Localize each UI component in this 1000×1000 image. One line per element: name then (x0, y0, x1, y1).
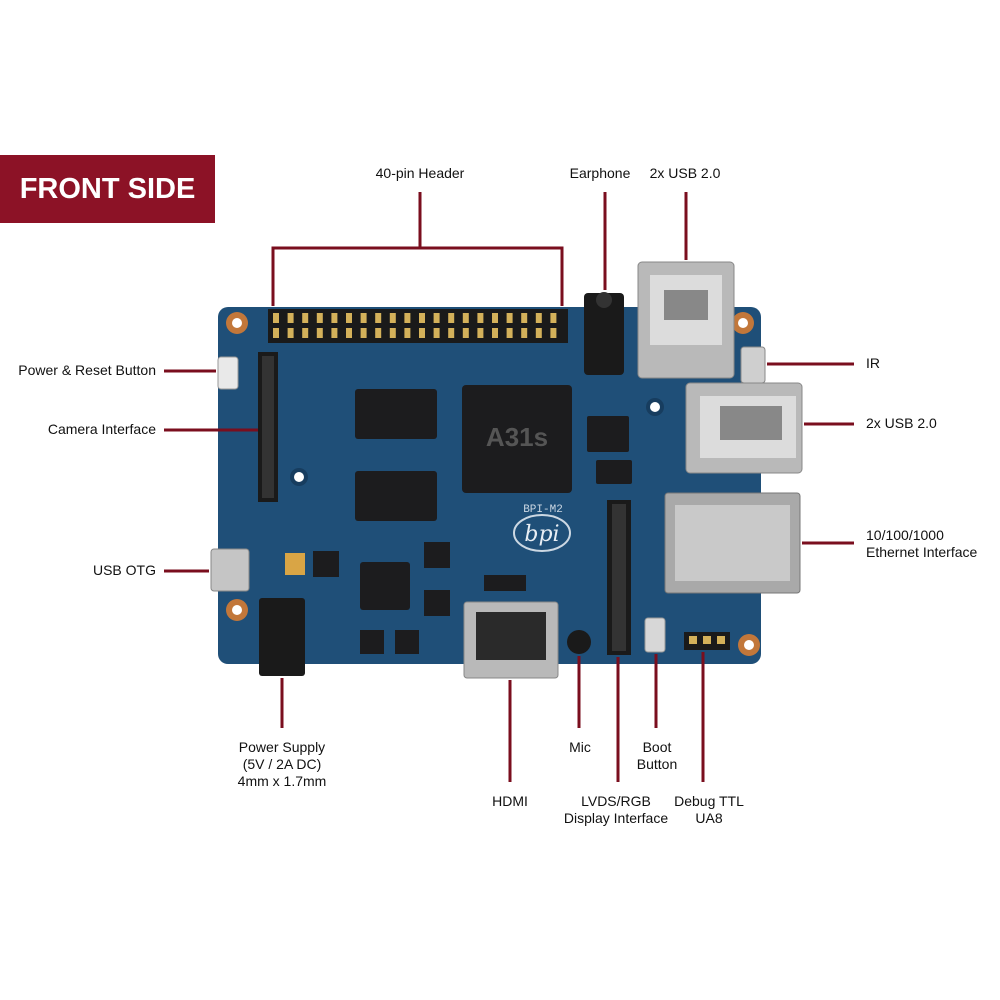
label-earphone: Earphone (569, 165, 631, 181)
label-boot-line2: Button (636, 756, 678, 772)
gpio-pin (404, 328, 411, 338)
gpio-pin (360, 313, 367, 323)
bpi-logo-outline (513, 514, 571, 552)
gpio-pin (273, 328, 279, 338)
gpio-pin (492, 328, 498, 338)
label-ethernet-line1: 10/100/1000 (866, 527, 944, 543)
gpio-pin (448, 313, 455, 323)
board-model-silkscreen: BPI-M2 (523, 504, 563, 516)
gpio-pin (419, 328, 425, 338)
label-power-supply: Power Supply (5V / 2A DC) 4mm x 1.7mm (212, 739, 352, 790)
label-boot-button: Boot Button (620, 739, 694, 773)
gpio-pin (287, 328, 294, 338)
gpio-pin (433, 313, 440, 323)
gpio-pin (404, 313, 411, 323)
gpio-pin (521, 328, 528, 338)
gpio-pin (360, 328, 367, 338)
gpio-pin (492, 313, 498, 323)
usb-otg-port (210, 548, 250, 592)
label-usb-right: 2x USB 2.0 (866, 415, 937, 431)
gpio-pin (273, 313, 279, 323)
gpio-pin (389, 328, 396, 338)
gpio-pin (316, 313, 323, 323)
label-boot-line1: Boot (642, 739, 672, 755)
ic-chip-small (596, 460, 632, 484)
ethernet-jack (664, 492, 801, 594)
gpio-pin (535, 328, 542, 338)
microphone (567, 630, 591, 654)
label-lvds-line1: LVDS/RGB (581, 793, 651, 809)
gpio-pin (448, 328, 455, 338)
ir-receiver (740, 346, 766, 384)
gpio-pin (506, 328, 513, 338)
gpio-pin (302, 328, 309, 338)
gpio-pin (521, 313, 528, 323)
ic-chip (587, 416, 629, 452)
label-power-line2: (5V / 2A DC) (242, 756, 322, 772)
label-usb-otg: USB OTG (92, 562, 156, 578)
gpio-pin (375, 313, 382, 323)
label-hdmi: HDMI (492, 793, 528, 809)
gpio-pin (375, 328, 382, 338)
label-power-line3: 4mm x 1.7mm (237, 773, 327, 789)
gpio-pin (331, 328, 338, 338)
gpio-pin (346, 313, 352, 323)
gpio-pin (419, 313, 425, 323)
label-40pin-header: 40-pin Header (375, 165, 465, 181)
gpio-pin (462, 313, 469, 323)
label-usb-top: 2x USB 2.0 (649, 165, 721, 181)
label-debug-ttl: Debug TTL UA8 (664, 793, 754, 827)
label-camera-interface: Camera Interface (47, 421, 156, 437)
usb-port-top (637, 261, 735, 379)
usb-port-right (685, 382, 803, 474)
bpi-logo: bpi (524, 522, 559, 547)
power-reset-switch (217, 356, 239, 390)
front-side-banner: FRONT SIDE (0, 155, 215, 223)
gpio-pin (316, 328, 323, 338)
gpio-pin (287, 313, 294, 323)
label-debug-line1: Debug TTL (674, 793, 744, 809)
gpio-pin (477, 313, 484, 323)
gpio-pin (346, 328, 352, 338)
soc-chip (462, 385, 572, 493)
label-lvds-line2: Display Interface (563, 810, 669, 826)
ram-chip-2 (355, 471, 437, 521)
leader-header (271, 246, 564, 306)
gpio-pin (535, 313, 542, 323)
gpio-pin (302, 313, 309, 323)
label-mic: Mic (569, 739, 591, 755)
mounting-holes (226, 312, 760, 656)
dc-power-jack (259, 598, 305, 676)
leader-lines (164, 192, 854, 782)
gpio-pin (389, 313, 396, 323)
hdmi-port (463, 601, 559, 679)
pmic-chip (360, 562, 410, 610)
label-ethernet-line2: Ethernet Interface (866, 544, 978, 560)
gpio-pin (433, 328, 440, 338)
gpio-pin (550, 313, 557, 323)
label-ethernet: 10/100/1000 Ethernet Interface (866, 527, 996, 561)
label-debug-line2: UA8 (695, 810, 723, 826)
boot-button (644, 617, 666, 653)
soc-marking: A31s (486, 422, 548, 452)
debug-ttl-header (684, 632, 730, 650)
gpio-pin (550, 328, 557, 338)
gpio-pin (331, 313, 338, 323)
gpio-pin (462, 328, 469, 338)
gpio-pin (477, 328, 484, 338)
earphone-jack (584, 293, 624, 375)
gpio-pins (273, 313, 557, 338)
label-power-line1: Power Supply (238, 739, 326, 755)
ram-chip-1 (355, 389, 437, 439)
gpio-pin (506, 313, 513, 323)
label-lvds: LVDS/RGB Display Interface (553, 793, 679, 827)
label-ir: IR (866, 355, 880, 371)
label-power-reset-button: Power & Reset Button (18, 362, 156, 378)
